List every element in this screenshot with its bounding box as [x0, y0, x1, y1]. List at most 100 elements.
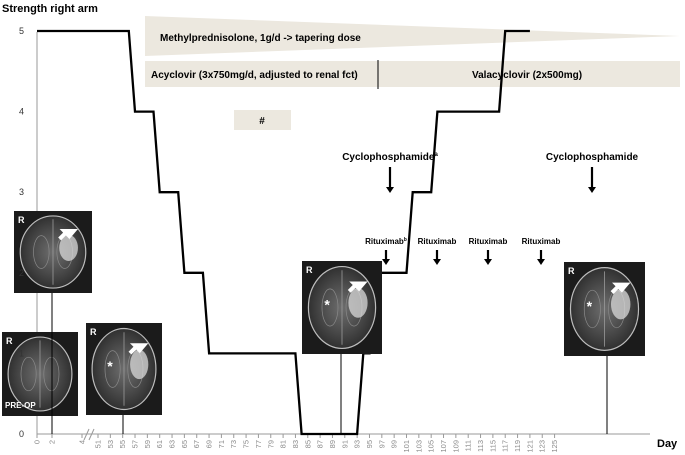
y-tick-label: 1	[19, 348, 24, 358]
x-axis-title: Day	[657, 438, 678, 450]
x-tick-label: 81	[279, 440, 288, 448]
cyclophosphamide-label: Cyclophosphamidea	[342, 152, 438, 163]
gyri-icon	[43, 356, 60, 392]
x-tick-label: 107	[439, 440, 448, 453]
rituximab-arrow-head	[433, 259, 441, 265]
methylprednisolone-label: Methylprednisolone, 1g/d -> tapering dos…	[160, 33, 361, 44]
x-tick-label: 121	[525, 440, 534, 453]
x-tick-label: 0	[33, 440, 42, 444]
x-tick-label: 55	[118, 440, 127, 448]
x-tick-label: 123	[538, 440, 547, 453]
x-tick-label: 115	[488, 440, 497, 452]
x-tick-label: 51	[94, 440, 103, 448]
lesion-icon	[348, 287, 368, 318]
x-tick-label: 71	[217, 440, 226, 448]
white-arrow-icon	[58, 229, 78, 241]
valacyclovir-bar	[378, 61, 680, 87]
acyclovir-bar	[145, 61, 378, 87]
x-tick-label: 111	[464, 440, 473, 451]
x-tick-label: 77	[254, 440, 263, 448]
rituximab-arrow-head	[484, 259, 492, 265]
x-tick-label: 95	[365, 440, 374, 448]
cyclophosphamide-arrow-head	[386, 187, 394, 193]
mri-image: *R	[86, 323, 162, 415]
y-tick-label: 4	[19, 107, 24, 117]
rituximab-label: Rituximabb	[365, 237, 407, 246]
x-tick-label: 85	[303, 440, 312, 448]
white-arrow-icon	[128, 343, 149, 355]
x-tick-label: 87	[316, 440, 325, 448]
valacyclovir-label: Valacyclovir (2x500mg)	[472, 70, 582, 81]
x-tick-label: 63	[168, 440, 177, 448]
x-tick-label: 101	[402, 440, 411, 453]
y-tick-label: 5	[19, 26, 24, 36]
cyclophosphamide-label: Cyclophosphamide	[546, 152, 639, 163]
gyri-icon	[583, 289, 601, 329]
x-tick-label: 2	[48, 440, 57, 444]
x-tick-label: 93	[353, 440, 362, 448]
cyclophosphamide-arrow-head	[588, 187, 596, 193]
x-tick-label: 61	[155, 440, 164, 448]
x-tick-label: 103	[414, 440, 423, 453]
rituximab-label: Rituximab	[522, 237, 561, 246]
x-tick-label: 109	[451, 440, 460, 453]
mri-image: R	[14, 211, 92, 293]
rituximab-arrow-head	[537, 259, 545, 265]
mri-image: R PRE-OP	[2, 332, 78, 416]
x-tick-label: 117	[501, 440, 510, 452]
x-tick-label: 75	[242, 440, 251, 448]
x-tick-label: 59	[143, 440, 152, 448]
hash-label: #	[259, 116, 265, 127]
asterisk-icon: *	[107, 358, 113, 374]
x-tick-label: 83	[291, 440, 300, 448]
asterisk-icon: *	[324, 297, 330, 313]
gyri-icon	[20, 356, 37, 392]
x-tick-label: 125	[550, 440, 559, 453]
x-tick-label: 65	[180, 440, 189, 448]
y-tick-label: 2	[19, 268, 24, 278]
x-tick-label: 67	[192, 440, 201, 448]
mri-side-label: R	[18, 215, 25, 225]
acyclovir-label: Acyclovir (3x750mg/d, adjusted to renal …	[151, 70, 358, 81]
rituximab-label: Rituximab	[469, 237, 508, 246]
white-arrow-icon	[347, 281, 368, 293]
rituximab-arrow-head	[382, 259, 390, 265]
x-tick-label: 79	[266, 440, 275, 448]
x-tick-label: 119	[513, 440, 522, 452]
y-tick-label: 0	[19, 429, 24, 439]
white-arrow-icon	[610, 282, 631, 294]
rituximab-label: Rituximab	[418, 237, 457, 246]
x-tick-label: 4	[78, 440, 87, 444]
gyri-icon	[104, 350, 121, 388]
x-tick-label: 69	[205, 440, 214, 448]
mri-side-label: R	[90, 327, 97, 337]
gyri-icon	[33, 235, 50, 269]
mri-image: *R	[564, 262, 645, 356]
x-tick-label: 113	[476, 440, 485, 452]
mri-caption: PRE-OP	[5, 401, 36, 410]
x-tick-label: 53	[106, 440, 115, 448]
x-tick-label: 99	[390, 440, 399, 448]
lesion-icon	[59, 234, 78, 262]
strength-line	[37, 29, 530, 436]
lesion-icon	[610, 289, 631, 320]
methylprednisolone-bar	[145, 16, 680, 56]
lesion-icon	[130, 349, 149, 380]
y-axis-title: Strength right arm	[2, 3, 98, 15]
x-tick-label: 91	[340, 440, 349, 448]
mri-side-label: R	[568, 266, 575, 276]
axis-break-mark	[88, 428, 95, 441]
mri-side-label: R	[306, 265, 313, 275]
x-tick-label: 105	[427, 440, 436, 453]
x-tick-label: 57	[131, 440, 140, 448]
gyri-icon	[321, 288, 339, 327]
axis-break-mark	[83, 428, 90, 441]
asterisk-icon: *	[587, 298, 593, 314]
x-tick-label: 73	[229, 440, 238, 448]
y-tick-label: 3	[19, 187, 24, 197]
hash-bar	[234, 110, 291, 130]
mri-side-label: R	[6, 336, 13, 346]
mri-image: *R	[302, 261, 382, 354]
